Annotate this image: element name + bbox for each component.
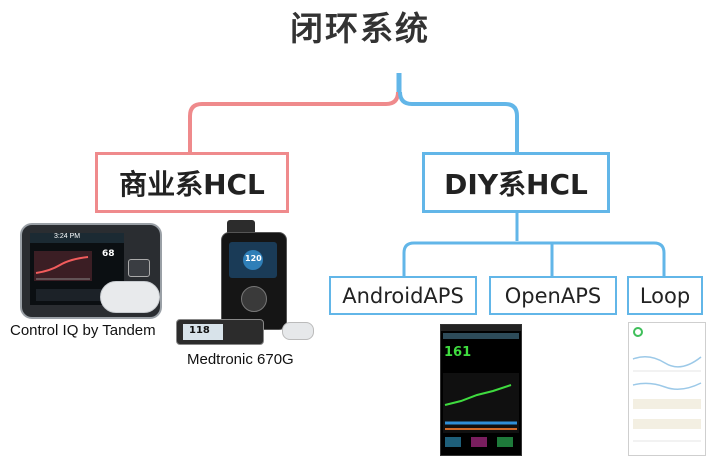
- loop-charts: [632, 356, 702, 442]
- cgm-transmitter-image: [282, 322, 314, 340]
- aaps-chart: [443, 373, 519, 447]
- androidaps-phone-screenshot: 161: [440, 324, 522, 456]
- loop-phone-screenshot: [628, 322, 706, 456]
- branch-commercial: [188, 91, 400, 152]
- tandem-pump-image: 3:24 PM 68: [20, 223, 162, 319]
- node-openaps: OpenAPS: [489, 276, 617, 315]
- tandem-graph: [35, 256, 90, 280]
- caption-medtronic: Medtronic 670G: [187, 351, 294, 368]
- node-diy-hcl: DIY系HCL: [422, 152, 610, 213]
- aaps-bg-value: 161: [444, 345, 472, 360]
- cgm-sensor-image: [100, 281, 160, 313]
- node-loop: Loop: [627, 276, 703, 315]
- node-commercial-hcl: 商业系HCL: [95, 152, 289, 213]
- medtronic-value: 120: [245, 254, 262, 263]
- branch-diy: [398, 91, 519, 152]
- tandem-value: 68: [102, 249, 115, 259]
- node-androidaps: AndroidAPS: [329, 276, 477, 315]
- caption-tandem: Control IQ by Tandem: [10, 322, 156, 339]
- tandem-time: 3:24 PM: [54, 233, 81, 240]
- cgm-reading: 118: [189, 325, 210, 336]
- page-title: 闭环系统: [290, 9, 430, 48]
- cgm-meter-image: 118: [176, 319, 264, 345]
- medtronic-pump-image: 120: [221, 220, 287, 330]
- diy-children-bar: [402, 241, 666, 276]
